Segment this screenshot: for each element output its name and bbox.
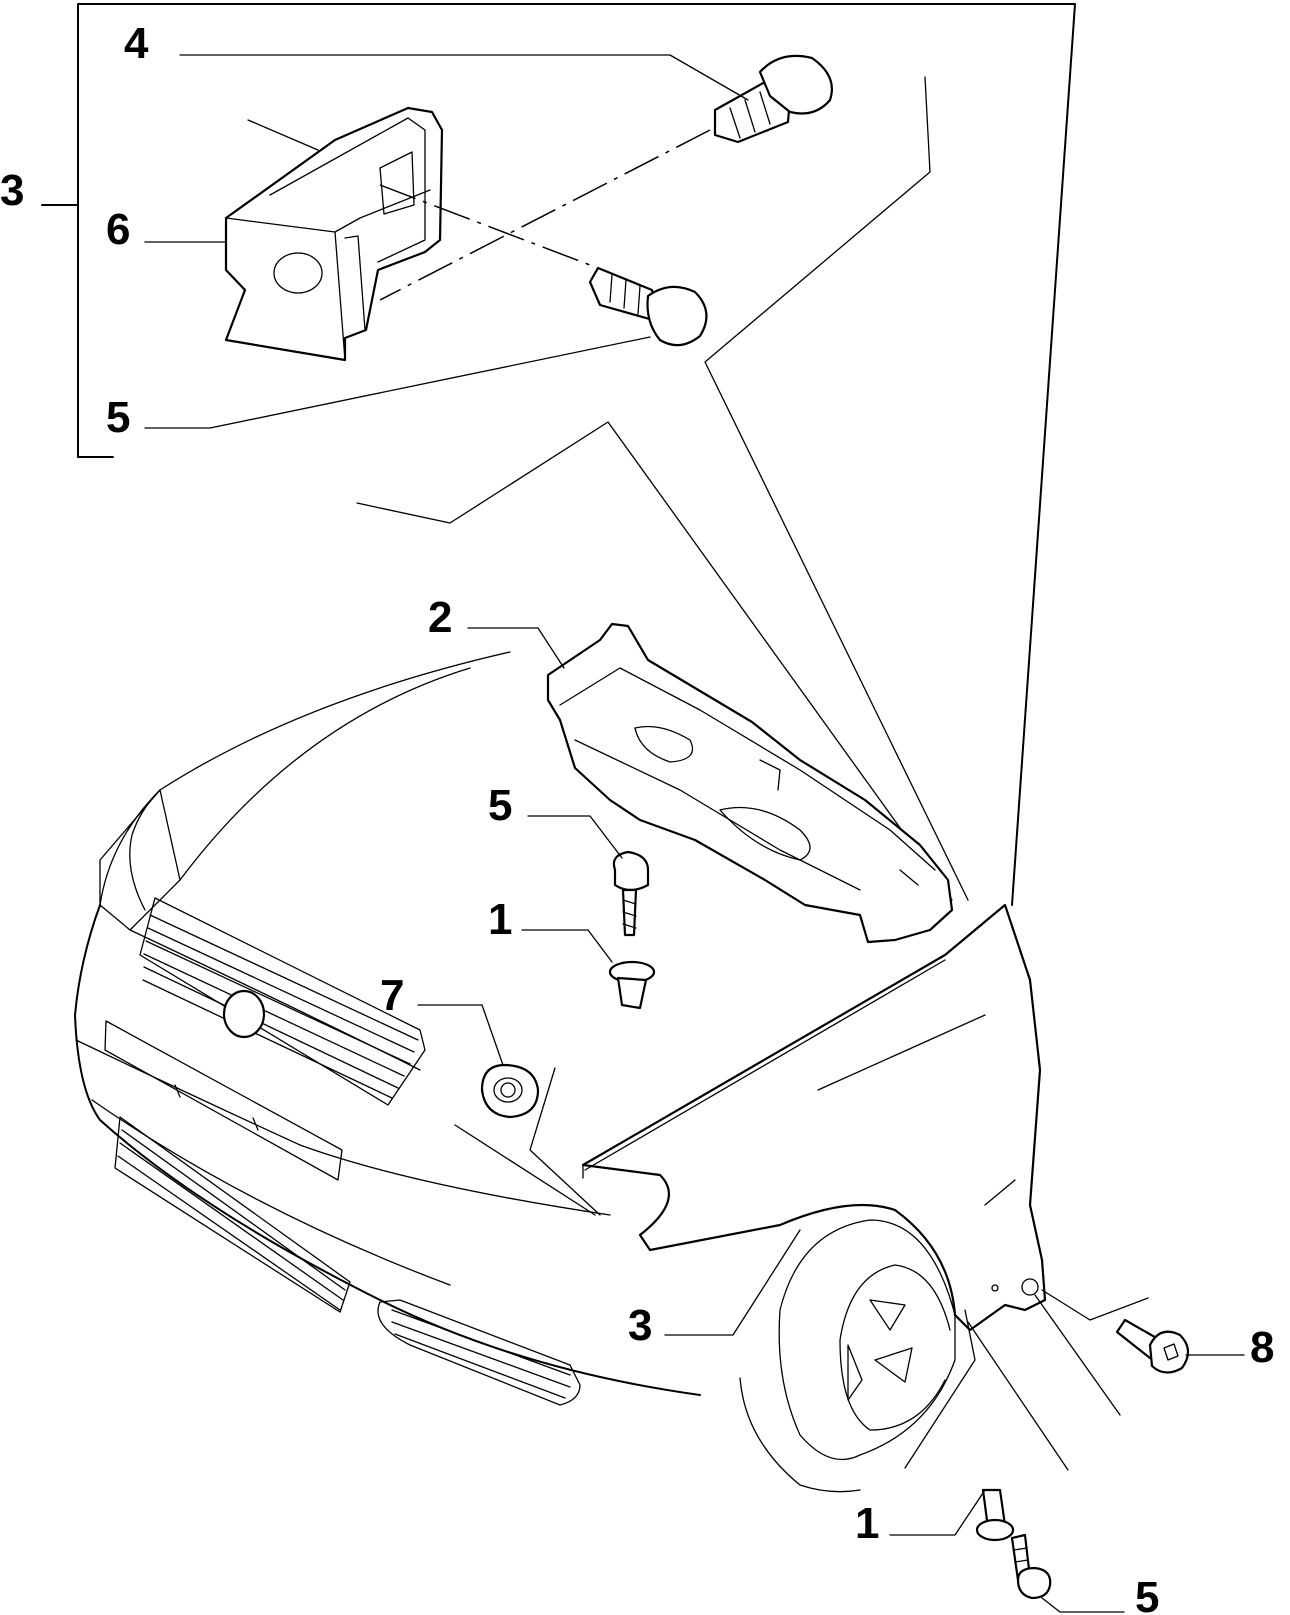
callout-text: 1 (855, 1499, 879, 1548)
bolt-part-5-low (1010, 1533, 1052, 1600)
clip-part-1-mid (608, 960, 656, 1010)
callout-text: 3 (0, 166, 24, 215)
callout-5-mid: 5 (488, 781, 623, 859)
callout-text: 8 (1250, 1323, 1274, 1372)
callout-3-low: 3 (628, 1229, 801, 1350)
wheel (739, 1219, 956, 1493)
callout-5-inset: 5 (106, 336, 651, 442)
callout-text: 5 (488, 781, 512, 830)
callout-1-low: 1 (855, 1309, 986, 1548)
bolt-part-8 (1115, 1318, 1190, 1374)
lower-intake-slats (117, 1129, 346, 1311)
callout-text: 7 (380, 971, 404, 1020)
bolt-part-5-mid (612, 850, 650, 937)
callout-text: 5 (1135, 1573, 1159, 1615)
callout-text: 2 (428, 593, 452, 642)
bolt-part-4 (713, 54, 833, 144)
emblem (222, 989, 266, 1039)
callout-7: 7 (380, 971, 504, 1066)
callout-text: 6 (106, 205, 130, 254)
callout-text: 5 (106, 393, 130, 442)
callout-2: 2 (428, 593, 565, 669)
cowl-panel-part-2 (546, 622, 954, 944)
bracket-part-6 (224, 106, 444, 362)
callout-text: 3 (628, 1301, 652, 1350)
callout-4-inset: 4 (124, 19, 749, 101)
callout-text: 4 (124, 19, 149, 68)
fog-intake-slats (391, 1309, 571, 1399)
inset-detail-frame (41, 3, 1076, 906)
callout-5-low: 5 (967, 1321, 1159, 1615)
grille-slats (142, 914, 419, 1099)
fender-part-3 (581, 903, 1047, 1332)
callout-6-inset: 6 (106, 205, 227, 254)
car-body (74, 651, 701, 1406)
inset-center-lines (379, 129, 711, 301)
callout-3-inset: 3 (0, 166, 24, 215)
bolt-part-5-inset (588, 266, 708, 347)
callout-8: 8 (1034, 1289, 1274, 1416)
clip-part-1-low (975, 1488, 1015, 1542)
callout-text: 1 (488, 895, 512, 944)
callout-1-mid: 1 (488, 895, 613, 963)
nut-part-7 (480, 1063, 540, 1119)
